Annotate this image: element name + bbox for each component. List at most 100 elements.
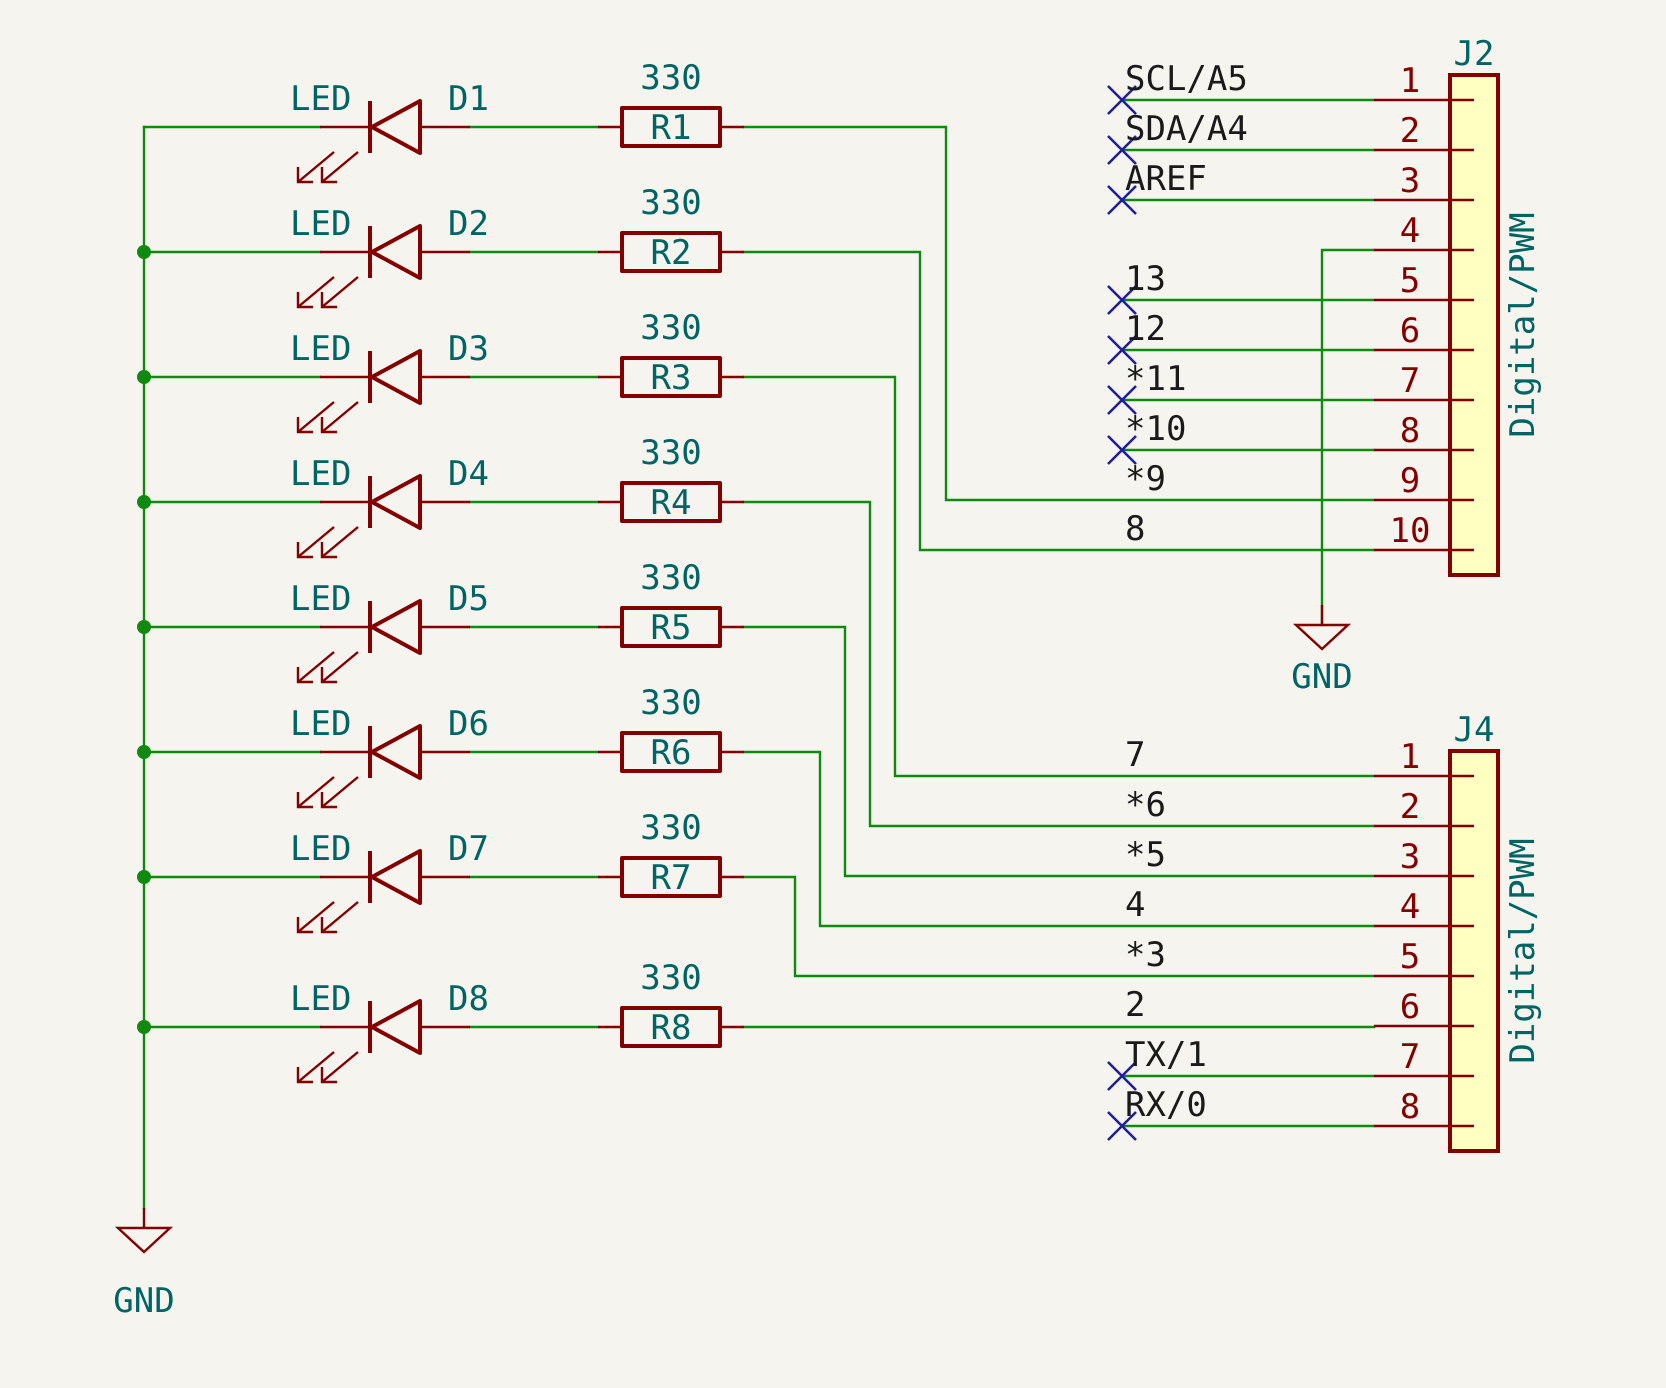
pin-number-label: 6	[1400, 311, 1420, 351]
led-ref-label: D2	[448, 204, 489, 244]
pin-name-label: 4	[1125, 885, 1145, 925]
led-triangle	[370, 999, 422, 1055]
r-to-j4-wire	[742, 625, 1376, 878]
pin-name-label: 13	[1125, 259, 1166, 299]
light-arrow	[321, 526, 359, 558]
r-to-j4-wire	[742, 375, 1376, 778]
light-arrowhead	[320, 417, 337, 434]
led-triangle	[370, 99, 422, 155]
light-arrowhead	[296, 292, 313, 309]
pin-name-label: *5	[1125, 835, 1166, 875]
resistor-ref-label: R5	[651, 608, 692, 648]
pin-number-label: 7	[1400, 1037, 1420, 1077]
light-arrowhead	[320, 792, 337, 809]
led-ref-label: D5	[448, 579, 489, 619]
led-symbol	[296, 724, 470, 809]
led-value-label: LED	[290, 454, 351, 494]
light-arrowhead	[320, 167, 337, 184]
no-connect-x	[1107, 1111, 1137, 1141]
resistor-symbol	[598, 231, 744, 273]
led-symbol	[296, 849, 470, 934]
pin-name-label: AREF	[1125, 159, 1207, 199]
pin-number-label: 9	[1400, 461, 1420, 501]
led-value-label: LED	[290, 204, 351, 244]
resistor-body	[620, 106, 722, 148]
connector-0	[1374, 73, 1500, 577]
resistor-body	[620, 856, 722, 898]
pin-name-label: *11	[1125, 359, 1186, 399]
led-triangle	[370, 224, 422, 280]
pin-number-label: 3	[1400, 837, 1420, 877]
light-arrowhead	[320, 917, 337, 934]
resistor-body	[620, 731, 722, 773]
resistor-value-label: 330	[640, 308, 701, 348]
pin-name-label: *10	[1125, 409, 1186, 449]
connector-value-label: Digital/PWM	[1503, 838, 1543, 1063]
pin-number-label: 8	[1400, 1087, 1420, 1127]
pin-name-label: 7	[1125, 735, 1145, 775]
resistor-body	[620, 481, 722, 523]
resistor-ref-label: R6	[651, 733, 692, 773]
light-arrow	[321, 151, 359, 183]
resistor-value-label: 330	[640, 808, 701, 848]
led-value-label: LED	[290, 704, 351, 744]
r2-to-j2-pin10	[742, 250, 1376, 552]
light-arrow	[321, 901, 359, 933]
resistor-symbol	[598, 356, 744, 398]
led-triangle	[370, 474, 422, 530]
no-connect-x	[1107, 185, 1137, 215]
resistor-ref-label: R7	[651, 858, 692, 898]
light-arrow	[297, 526, 335, 558]
light-arrowhead	[296, 917, 313, 934]
r-to-j4-wire	[742, 875, 1376, 978]
light-arrowhead	[296, 1067, 313, 1084]
led-value-label: LED	[290, 79, 351, 119]
light-arrow	[297, 776, 335, 808]
pin-name-label: TX/1	[1125, 1035, 1207, 1075]
led-ref-label: D3	[448, 329, 489, 369]
resistor-ref-label: R3	[651, 358, 692, 398]
light-arrow	[297, 651, 335, 683]
pin-name-label: 12	[1125, 309, 1166, 349]
resistor-symbol	[598, 606, 744, 648]
light-arrow	[297, 151, 335, 183]
resistor-value-label: 330	[640, 183, 701, 223]
led-ref-label: D7	[448, 829, 489, 869]
resistor-ref-label: R1	[651, 108, 692, 148]
resistor-value-label: 330	[640, 683, 701, 723]
pin-name-label: *6	[1125, 785, 1166, 825]
wire-layer	[137, 98, 1376, 1210]
led-symbol	[296, 474, 470, 559]
led-value-label: LED	[290, 579, 351, 619]
pin-number-label: 8	[1400, 411, 1420, 451]
no-connect-x	[1107, 285, 1137, 315]
pin-name-label: 2	[1125, 985, 1145, 1025]
resistor-value-label: 330	[640, 558, 701, 598]
light-arrow	[297, 401, 335, 433]
pin-number-label: 3	[1400, 161, 1420, 201]
light-arrowhead	[320, 667, 337, 684]
led-value-label: LED	[290, 979, 351, 1019]
pin-name-label: 8	[1125, 509, 1145, 549]
resistor-value-label: 330	[640, 433, 701, 473]
pin-number-label: 1	[1400, 61, 1420, 101]
light-arrowhead	[296, 542, 313, 559]
light-arrow	[297, 1051, 335, 1083]
pin-number-label: 2	[1400, 111, 1420, 151]
led-ref-label: D1	[448, 79, 489, 119]
pin-number-label: 4	[1400, 887, 1420, 927]
light-arrowhead	[296, 167, 313, 184]
light-arrow	[321, 651, 359, 683]
light-arrowhead	[296, 792, 313, 809]
pin-name-label: SDA/A4	[1125, 109, 1248, 149]
gnd-label: GND	[1291, 657, 1352, 697]
no-connect-x	[1107, 135, 1137, 165]
connector-body	[1448, 749, 1500, 1153]
light-arrowhead	[320, 292, 337, 309]
resistor-value-label: 330	[640, 58, 701, 98]
led-symbol	[296, 599, 470, 684]
component-layer	[114, 73, 1500, 1254]
resistor-body	[620, 356, 722, 398]
